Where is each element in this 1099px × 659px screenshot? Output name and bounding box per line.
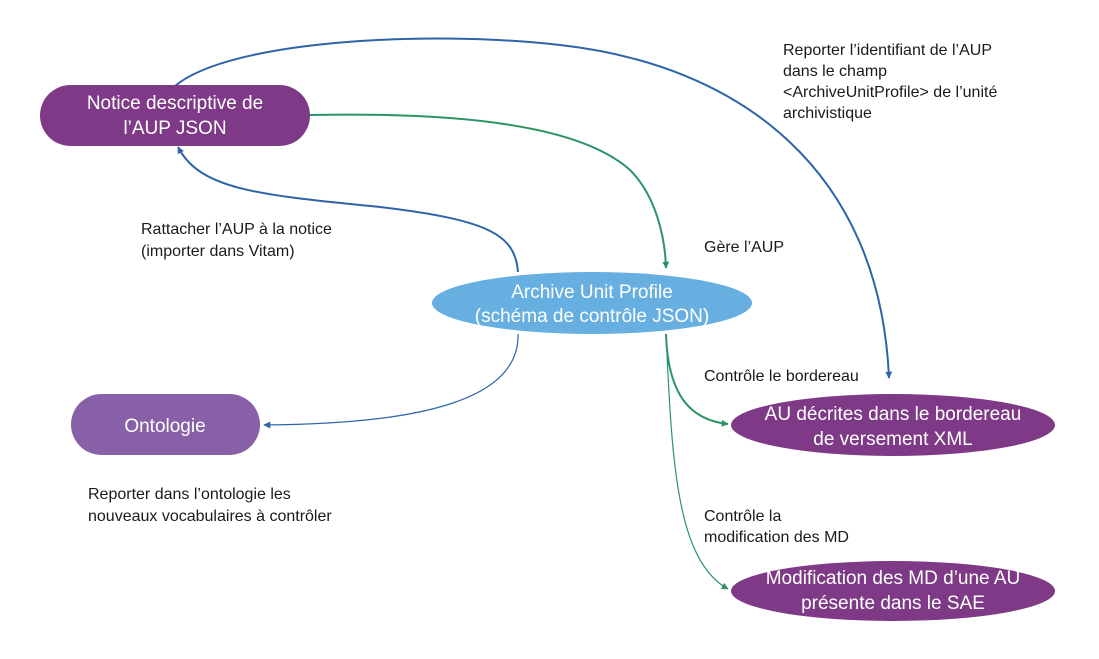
- label-reporter-ontologie: Reporter dans l’ontologie les nouveaux v…: [88, 486, 332, 525]
- label-reporter-identifiant: Reporter l’identifiant de l’AUP dans le …: [783, 42, 997, 122]
- label-reporter-identifiant-line-3: <ArchiveUnitProfile> de l’unité: [783, 84, 997, 101]
- node-aup-line-2: (schéma de contrôle JSON): [475, 306, 709, 327]
- node-au-decrites-line-1: AU décrites dans le bordereau: [765, 404, 1022, 425]
- label-reporter-ontologie-line-2: nouveaux vocabulaires à contrôler: [88, 508, 332, 525]
- node-modification-line-1: Modification des MD d’une AU: [766, 568, 1021, 589]
- edge-rattacher: [177, 146, 519, 273]
- node-notice-line-2: l’AUP JSON: [123, 118, 226, 139]
- label-gere-aup: Gère l’AUP: [704, 239, 784, 256]
- node-au-decrites[interactable]: AU décrites dans le bordereau de verseme…: [731, 394, 1055, 456]
- edge-gere-aup: [309, 113, 670, 269]
- label-reporter-identifiant-line-4: archivistique: [783, 105, 872, 122]
- edge-reporter-identifiant: [174, 37, 893, 379]
- edge-reporter-ontologie: [263, 333, 519, 429]
- node-modification[interactable]: Modification des MD d’une AU présente da…: [731, 561, 1055, 621]
- node-aup[interactable]: Archive Unit Profile (schéma de contrôle…: [432, 272, 752, 334]
- label-controle-modification: Contrôle la modification des MD: [704, 508, 849, 546]
- edge-controle-modification: [665, 333, 729, 590]
- label-reporter-ontologie-line-1: Reporter dans l’ontologie les: [88, 486, 291, 503]
- node-modification-line-2: présente dans le SAE: [801, 593, 985, 614]
- label-controle-modification-line-2: modification des MD: [704, 529, 849, 546]
- node-modification-shape: [731, 561, 1055, 621]
- label-reporter-identifiant-line-2: dans le champ: [783, 63, 887, 80]
- label-controle-bordereau-line-1: Contrôle le bordereau: [704, 368, 859, 385]
- node-ontologie-line-1: Ontologie: [124, 416, 205, 437]
- label-controle-modification-line-1: Contrôle la: [704, 508, 781, 525]
- node-notice-shape: [40, 85, 310, 146]
- node-notice-line-1: Notice descriptive de: [87, 93, 263, 114]
- node-ontologie-shape: [71, 394, 260, 455]
- label-rattacher-line-2: (importer dans Vitam): [141, 243, 295, 260]
- edges: [174, 37, 893, 590]
- node-aup-shape: [432, 272, 752, 334]
- node-au-decrites-shape: [731, 394, 1055, 456]
- node-aup-line-1: Archive Unit Profile: [511, 282, 673, 303]
- node-ontologie[interactable]: Ontologie: [71, 394, 260, 455]
- label-rattacher: Rattacher l’AUP à la notice (importer da…: [141, 221, 332, 260]
- label-rattacher-line-1: Rattacher l’AUP à la notice: [141, 221, 332, 238]
- node-notice[interactable]: Notice descriptive de l’AUP JSON: [40, 85, 310, 146]
- label-gere-aup-line-1: Gère l’AUP: [704, 239, 784, 256]
- label-controle-bordereau: Contrôle le bordereau: [704, 368, 859, 385]
- label-reporter-identifiant-line-1: Reporter l’identifiant de l’AUP: [783, 42, 992, 59]
- node-au-decrites-line-2: de versement XML: [813, 429, 972, 450]
